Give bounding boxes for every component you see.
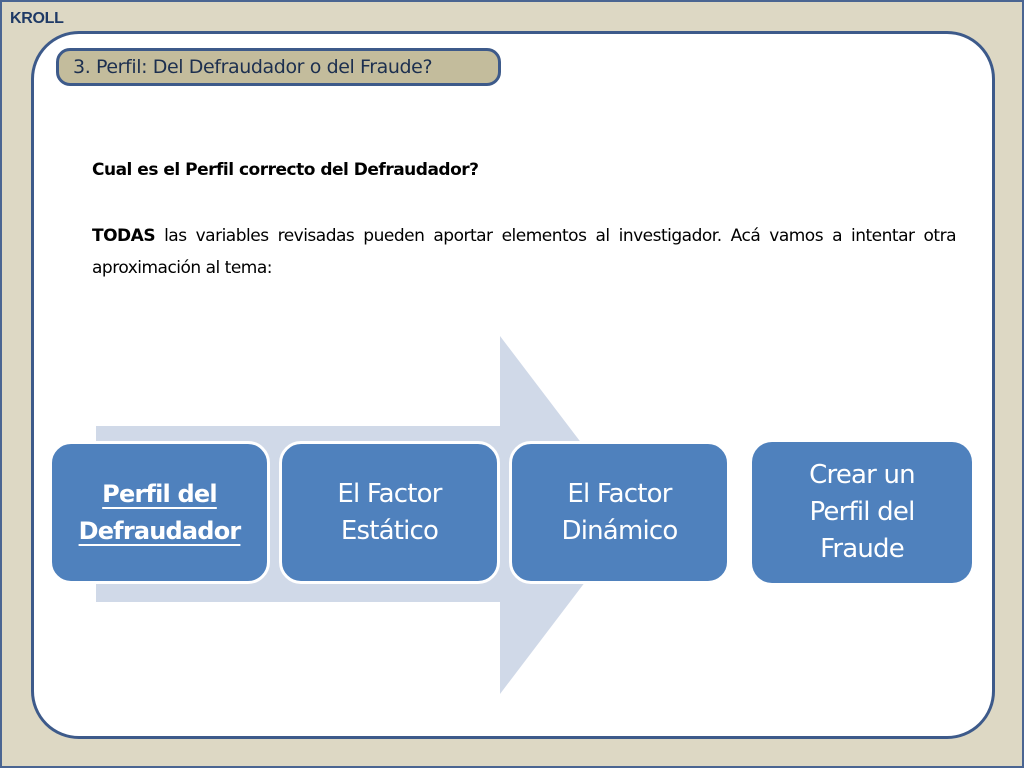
step-factor-dinamico: El Factor Dinámico (509, 441, 730, 584)
outcome-perfil-fraude: Crear un Perfil del Fraude (752, 442, 972, 583)
step-label: El Factor Dinámico (561, 478, 678, 546)
step-label: Perfil del Defraudador (78, 479, 242, 545)
slide-title: 3. Perfil: Del Defraudador o del Fraude? (56, 48, 501, 86)
step-factor-estatico: El Factor Estático (279, 441, 500, 584)
slide-title-text: 3. Perfil: Del Defraudador o del Fraude? (73, 56, 433, 78)
step-label: El Factor Estático (337, 478, 442, 546)
paragraph-text: las variables revisadas pueden aportar e… (92, 226, 957, 278)
step-perfil-defraudador: Perfil del Defraudador (49, 441, 270, 584)
outcome-label: Crear un Perfil del Fraude (809, 460, 916, 564)
brand-logo-text: KROLL (10, 10, 64, 27)
question-heading: Cual es el Perfil correcto del Defraudad… (92, 160, 479, 180)
intro-paragraph: TODAS las variables revisadas pueden apo… (92, 220, 957, 284)
emphasis-word: TODAS (92, 226, 156, 246)
